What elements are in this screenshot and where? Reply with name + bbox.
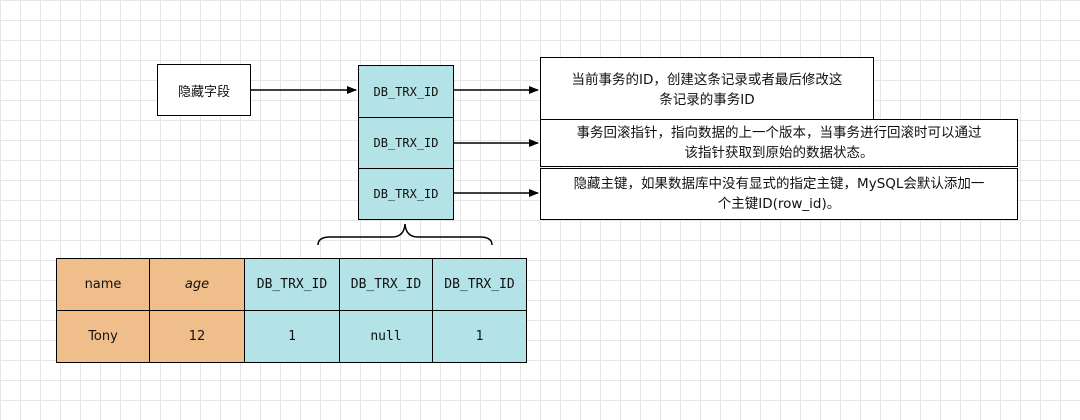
column-box-3: DB_TRX_ID: [358, 168, 454, 220]
header-trx-3: DB_TRX_ID: [432, 258, 527, 311]
curly-brace: [317, 223, 493, 246]
column-box-1: DB_TRX_ID: [358, 65, 454, 118]
record-table: name age DB_TRX_ID DB_TRX_ID DB_TRX_ID T…: [56, 258, 527, 363]
description-1-line-2: 条记录的事务ID: [659, 92, 755, 108]
column-label-3: DB_TRX_ID: [373, 187, 439, 201]
description-3-line-2: 个主键ID(row_id)。: [717, 196, 841, 212]
hidden-fields-box: 隐藏字段: [157, 64, 251, 116]
column-box-2: DB_TRX_ID: [358, 117, 454, 169]
hidden-fields-label: 隐藏字段: [177, 84, 230, 100]
description-box-3: 隐藏主键，如果数据库中没有显式的指定主键，MySQL会默认添加一 个主键ID(r…: [540, 168, 1018, 220]
cell-age: 12: [149, 310, 245, 363]
cell-trx-2: null: [339, 310, 433, 363]
header-age: age: [149, 258, 245, 311]
table-row: Tony 12 1 null 1: [56, 310, 527, 363]
column-label-2: DB_TRX_ID: [373, 136, 439, 150]
description-box-2: 事务回滚指针，指向数据的上一个版本，当事务进行回滚时可以通过 该指针获取到原始的…: [540, 119, 1018, 167]
header-trx-1: DB_TRX_ID: [244, 258, 340, 311]
description-3-line-1: 隐藏主键，如果数据库中没有显式的指定主键，MySQL会默认添加一: [573, 176, 985, 192]
header-name: name: [56, 258, 150, 311]
table-header-row: name age DB_TRX_ID DB_TRX_ID DB_TRX_ID: [56, 258, 527, 311]
description-box-1: 当前事务的ID，创建这条记录或者最后修改这 条记录的事务ID: [540, 57, 874, 123]
cell-name: Tony: [56, 310, 150, 363]
column-label-1: DB_TRX_ID: [373, 84, 439, 99]
description-2-line-2: 该指针获取到原始的数据状态。: [684, 145, 874, 161]
header-trx-2: DB_TRX_ID: [339, 258, 433, 311]
cell-trx-3: 1: [432, 310, 527, 363]
description-2-line-1: 事务回滚指针，指向数据的上一个版本，当事务进行回滚时可以通过: [576, 125, 982, 141]
cell-trx-1: 1: [244, 310, 340, 363]
description-1-line-1: 当前事务的ID，创建这条记录或者最后修改这: [571, 72, 843, 88]
